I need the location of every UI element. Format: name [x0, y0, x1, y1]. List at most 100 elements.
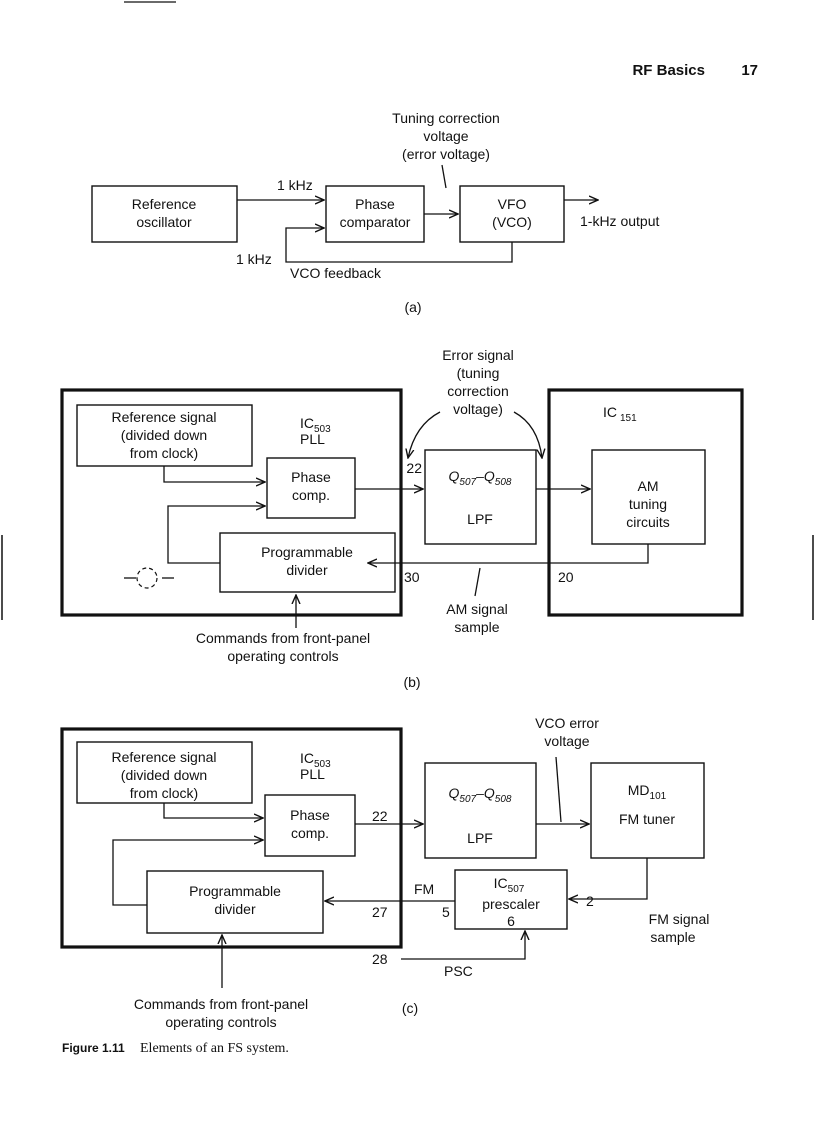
- commands-label-c-1: Commands from front-panel: [134, 996, 308, 1012]
- am-tuning-label-2: tuning: [629, 496, 667, 512]
- reference-signal-label-c-3: from clock): [130, 785, 198, 801]
- phase-comp-box: [266, 457, 356, 519]
- feedback-label: VCO feedback: [290, 265, 382, 281]
- am-tuning-label-1: AM: [638, 478, 659, 494]
- reference-oscillator-label-2: oscillator: [136, 214, 192, 230]
- lpf-label: LPF: [467, 511, 493, 527]
- programmable-divider-label-c-1: Programmable: [189, 883, 281, 899]
- lpf-box: [424, 449, 537, 545]
- am-feedback-path: [368, 544, 649, 563]
- reference-oscillator-label-1: Reference: [132, 196, 197, 212]
- phase-comp-label-c-2: comp.: [291, 825, 329, 841]
- vfo-label-1: VFO: [498, 196, 527, 212]
- phase-comp-label-c-1: Phase: [290, 807, 330, 823]
- divider-to-phase-path: [167, 506, 265, 564]
- fm-label: FM: [414, 881, 434, 897]
- pin-27-label: 27: [372, 904, 388, 920]
- reference-oscillator-box: [91, 185, 238, 243]
- ic151-chip-outline: [547, 388, 744, 617]
- md101-to-prescaler-path: [569, 858, 648, 899]
- phase-comp-label-2: comp.: [292, 487, 330, 503]
- running-title: RF Basics: [632, 62, 705, 79]
- pin-5-label: 5: [442, 904, 450, 920]
- am-sample-label-2: sample: [454, 619, 499, 635]
- am-sample-label-1: AM signal: [446, 601, 507, 617]
- error-signal-label-2: (tuning: [457, 365, 500, 381]
- pin-22-label: 22: [406, 460, 422, 476]
- tuning-label-3: (error voltage): [402, 146, 490, 162]
- error-signal-label-4: voltage): [453, 401, 503, 417]
- phase-comp-box-c: [264, 794, 356, 857]
- phase-comparator-label-1: Phase: [355, 196, 395, 212]
- reference-signal-label-1: Reference signal: [111, 409, 216, 425]
- ref-freq-label: 1 kHz: [277, 177, 313, 193]
- tuning-label-1: Tuning correction: [392, 110, 500, 126]
- programmable-divider-label-1: Programmable: [261, 544, 353, 560]
- reference-signal-label-c-2: (divided down: [121, 767, 207, 783]
- prescaler-pin-6-label: 6: [507, 913, 515, 929]
- programmable-divider-label-2: divider: [286, 562, 328, 578]
- vco-error-label-1: VCO error: [535, 715, 599, 731]
- caption-b: (b): [403, 674, 420, 690]
- commands-label-b-2: operating controls: [227, 648, 338, 664]
- tuning-leader: [441, 164, 447, 189]
- vco-feedback-path: [285, 228, 513, 263]
- output-label: 1-kHz output: [580, 213, 659, 229]
- ic503-label-c: IC503: [300, 750, 331, 770]
- error-signal-arrow-right: [513, 411, 542, 458]
- prescaler-box: [454, 869, 568, 930]
- crystal-symbol: [124, 567, 174, 589]
- ic503-chip-outline: [60, 388, 403, 617]
- error-signal-arrow-left: [408, 411, 441, 458]
- ic503-pll-label-c: PLL: [300, 766, 325, 782]
- error-signal-label-1: Error signal: [442, 347, 514, 363]
- feedback-freq-label: 1 kHz: [236, 251, 272, 267]
- figure-caption-text: Elements of an FS system.: [140, 1041, 289, 1056]
- md101-fm-tuner-label: FM tuner: [619, 811, 675, 827]
- pin-30-label: 30: [404, 569, 420, 585]
- pin-22-label-c: 22: [372, 808, 388, 824]
- lpf-box-c: [424, 762, 537, 859]
- pin-2-label: 2: [586, 893, 594, 909]
- lpf-q-label-c: Q507–Q508: [449, 785, 512, 805]
- error-signal-label-3: correction: [447, 383, 508, 399]
- lpf-label-c: LPF: [467, 830, 493, 846]
- vfo-label-2: (VCO): [492, 214, 532, 230]
- pin-20-label: 20: [558, 569, 574, 585]
- figure-caption-label: Figure 1.11: [62, 1041, 125, 1055]
- commands-label-c-2: operating controls: [165, 1014, 276, 1030]
- vco-error-leader: [555, 756, 562, 823]
- am-sample-leader: [474, 567, 481, 597]
- ic503-label: IC503: [300, 415, 331, 435]
- fm-sample-label-1: FM signal: [649, 911, 710, 927]
- programmable-divider-box-c: [146, 870, 324, 934]
- reference-signal-label-3: from clock): [130, 445, 198, 461]
- ic503-chip-outline-c: [60, 727, 403, 949]
- commands-label-b-1: Commands from front-panel: [196, 630, 370, 646]
- psc-path: [401, 931, 525, 960]
- md101-label: MD101: [628, 782, 667, 802]
- am-tuning-label-3: circuits: [626, 514, 670, 530]
- divider-to-phase-path-c: [112, 840, 263, 906]
- caption-c: (c): [402, 1000, 418, 1016]
- page-number: 17: [741, 62, 758, 79]
- phase-comp-label-1: Phase: [291, 469, 331, 485]
- tuning-label-2: voltage: [423, 128, 468, 144]
- ref-to-phase-path-c: [163, 803, 263, 818]
- diagram-a: Reference oscillator Phase comparator VF…: [91, 110, 659, 315]
- prescaler-ic-label: IC507: [494, 875, 525, 895]
- phase-comparator-label-2: comparator: [340, 214, 411, 230]
- diagram-c: IC503 PLL Reference signal (divided down…: [60, 715, 710, 1030]
- programmable-divider-label-c-2: divider: [214, 901, 256, 917]
- pin-28-label: 28: [372, 951, 388, 967]
- ref-to-phase-path: [163, 466, 265, 482]
- fm-sample-label-2: sample: [650, 929, 695, 945]
- vco-error-label-2: voltage: [544, 733, 589, 749]
- lpf-q-label: Q507–Q508: [449, 468, 512, 488]
- psc-label: PSC: [444, 963, 473, 979]
- ic503-pll-label: PLL: [300, 431, 325, 447]
- reference-signal-label-c-1: Reference signal: [111, 749, 216, 765]
